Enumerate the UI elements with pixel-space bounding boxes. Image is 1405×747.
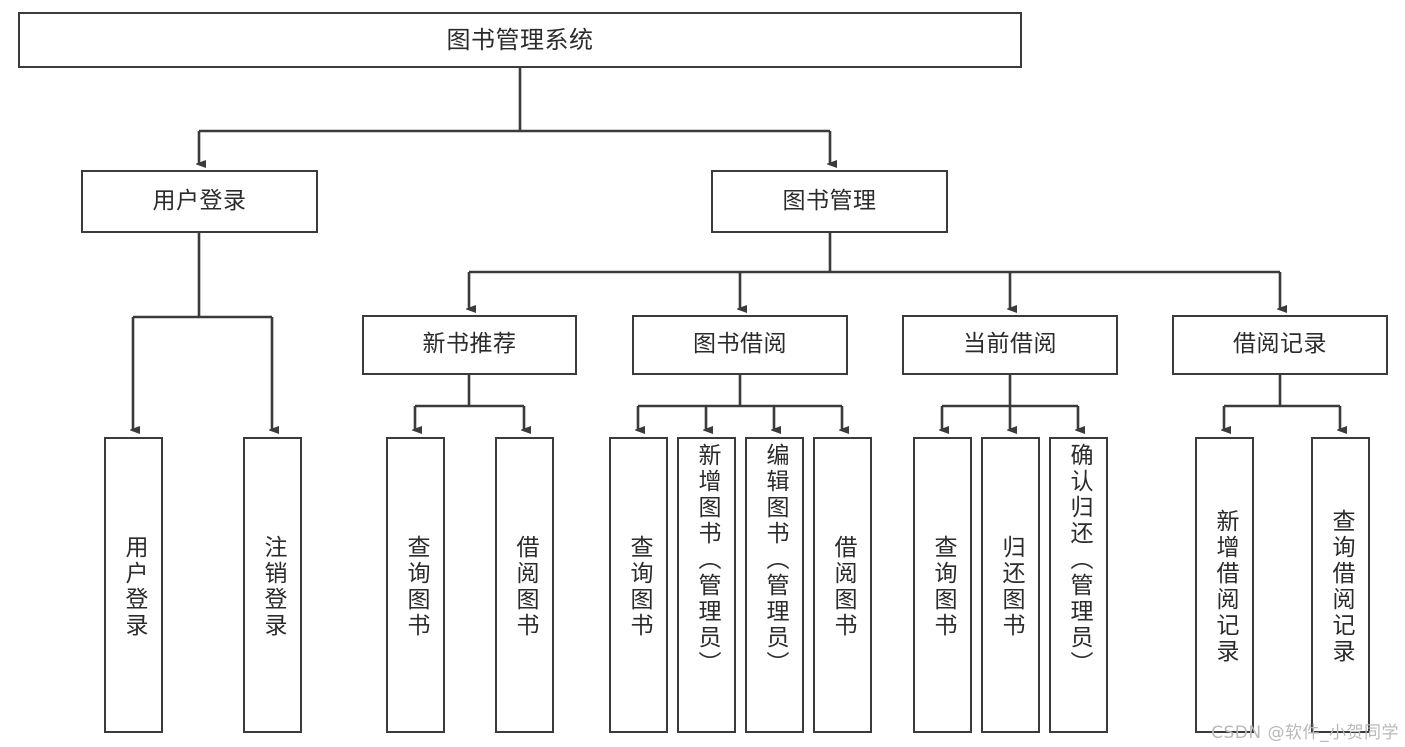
node-leaf-user-login-label: 用户登录	[121, 535, 147, 639]
node-leaf-add-book-label: 新增图书（管理员）	[694, 443, 720, 677]
node-book-manage-label: 图书管理	[782, 187, 877, 214]
node-new-book-rec-label: 新书推荐	[422, 331, 517, 358]
node-user-login[interactable]: 用户登录	[81, 170, 318, 233]
node-leaf-query-record-label: 查询借阅记录	[1328, 509, 1354, 665]
node-leaf-add-book[interactable]: 新增图书（管理员）	[677, 437, 736, 733]
node-borrow-record-label: 借阅记录	[1233, 331, 1327, 358]
node-leaf-confirm-return[interactable]: 确认归还（管理员）	[1049, 437, 1108, 733]
node-leaf-return-book-label: 归还图书	[998, 535, 1024, 639]
node-leaf-query-book-1[interactable]: 查询图书	[386, 437, 445, 733]
node-leaf-borrow-book-2-label: 借阅图书	[830, 535, 856, 639]
node-user-login-label: 用户登录	[152, 187, 247, 214]
node-leaf-query-book-3-label: 查询图书	[930, 535, 956, 639]
node-leaf-query-book-1-label: 查询图书	[403, 535, 429, 639]
node-leaf-query-book-2[interactable]: 查询图书	[609, 437, 668, 733]
watermark: CSDN @软件_小贺同学	[1211, 723, 1399, 743]
node-book-borrow-label: 图书借阅	[693, 331, 787, 358]
node-book-manage[interactable]: 图书管理	[711, 170, 948, 233]
node-leaf-logout-label: 注销登录	[260, 535, 286, 639]
node-current-borrow-label: 当前借阅	[963, 331, 1057, 358]
node-root[interactable]: 图书管理系统	[18, 12, 1022, 68]
node-leaf-query-book-3[interactable]: 查询图书	[913, 437, 972, 733]
node-leaf-logout[interactable]: 注销登录	[243, 437, 302, 733]
node-leaf-return-book[interactable]: 归还图书	[981, 437, 1040, 733]
node-leaf-confirm-return-label: 确认归还（管理员）	[1066, 443, 1092, 677]
node-leaf-query-record[interactable]: 查询借阅记录	[1311, 437, 1370, 733]
node-leaf-borrow-book-1-label: 借阅图书	[512, 535, 538, 639]
node-leaf-query-book-2-label: 查询图书	[626, 535, 652, 639]
node-new-book-rec[interactable]: 新书推荐	[362, 315, 577, 375]
node-leaf-borrow-book-2[interactable]: 借阅图书	[813, 437, 872, 733]
node-leaf-add-record-label: 新增借阅记录	[1212, 509, 1238, 665]
node-leaf-user-login[interactable]: 用户登录	[104, 437, 163, 733]
node-borrow-record[interactable]: 借阅记录	[1172, 315, 1388, 375]
node-leaf-edit-book[interactable]: 编辑图书（管理员）	[745, 437, 804, 733]
node-root-label: 图书管理系统	[446, 25, 594, 54]
node-current-borrow[interactable]: 当前借阅	[902, 315, 1118, 375]
node-leaf-borrow-book-1[interactable]: 借阅图书	[495, 437, 554, 733]
node-book-borrow[interactable]: 图书借阅	[632, 315, 848, 375]
node-leaf-edit-book-label: 编辑图书（管理员）	[762, 443, 788, 677]
node-leaf-add-record[interactable]: 新增借阅记录	[1195, 437, 1254, 733]
